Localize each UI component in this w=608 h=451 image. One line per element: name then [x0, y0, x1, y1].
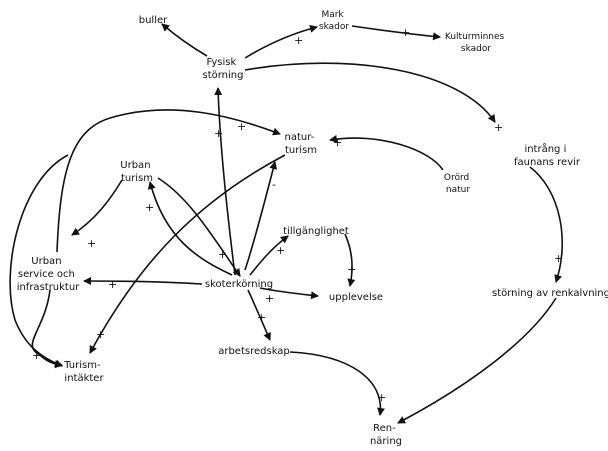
node-upplevelse: upplevelse — [329, 292, 383, 303]
node-arbetsredskap: arbetsredskap — [218, 346, 290, 357]
link-fysisk-to-intrang — [244, 62, 496, 123]
link-mark-to-kulturminnes — [351, 25, 441, 41]
polarity-arbetsredskap-rennaring: + — [377, 391, 386, 404]
node-skoterkorning: skoterkörning — [205, 279, 273, 290]
node-urban-turism: Urban turism — [120, 160, 153, 184]
link-skoter-to-fysisk — [214, 87, 236, 276]
node-turism-intakter: Turism- intäkter — [63, 360, 104, 384]
link-urbanturism-to-skoter — [157, 177, 241, 277]
link-buller-loop-left — [9, 154, 69, 368]
node-buller: buller — [139, 15, 168, 26]
polarity-fysisk-mark: + — [294, 34, 303, 47]
polarity-urbanservice-turismintakter: + — [32, 349, 41, 362]
causal-links — [9, 23, 563, 424]
variables: buller Mark skador Kulturminnes skador F… — [17, 10, 608, 447]
node-mark-skador: Mark skador — [319, 10, 349, 32]
link-orord-to-naturturism — [329, 134, 444, 171]
link-renkalvning-to-rennaring — [397, 297, 557, 424]
polarity-orord-naturturism: + — [333, 136, 342, 149]
polarity-skoter-arbetsredskap: + — [257, 311, 266, 324]
polarity-renkalvning-rennaring: - — [432, 396, 436, 409]
polarity-fysisk-intrang: + — [494, 121, 503, 134]
link-skoter-to-naturturism — [244, 161, 278, 271]
polarity-urbanturism-urbanservice: + — [87, 237, 96, 250]
polarity-urbanservice-naturturism: + — [237, 120, 246, 133]
node-kulturminnes-skador: Kulturminnes skador — [445, 32, 507, 54]
polarity-skoter-fysisk: + — [214, 127, 223, 140]
link-skoter-to-upplevelse — [259, 287, 319, 300]
node-intrang: intrång i faunans revir — [514, 142, 581, 168]
link-skoter-to-tillganglighet — [249, 235, 289, 276]
link-urbanturism-to-urbanservice — [71, 179, 123, 236]
polarity-skoter-naturturism: - — [272, 178, 276, 191]
polarity-naturturism-turismintakter: + — [96, 328, 105, 341]
link-naturturism-to-turismintakter — [89, 154, 286, 354]
polarity-urbanturism-skoter: + — [218, 248, 227, 261]
polarity-signs: + + + + - + + + - + + + + + + + + + + + — [32, 26, 563, 409]
link-urbanservice-to-naturturism — [56, 109, 281, 253]
link-skoter-to-urbanturism — [147, 181, 233, 276]
node-tillganglighet: tillgänglighet — [283, 226, 349, 237]
link-arbetsredskap-to-rennaring — [289, 351, 385, 416]
link-fysisk-to-mark-skador — [244, 24, 318, 59]
polarity-skoter-tillganglighet: + — [276, 244, 285, 257]
node-storning-renkalvning: störning av renkalvning — [492, 288, 608, 299]
node-fysisk-storning: Fysisk störning — [203, 57, 244, 81]
polarity-tillganglighet-upplevelse: + — [347, 263, 356, 276]
link-skoter-to-urbanservice — [83, 277, 203, 286]
node-orord-natur: Orörd natur — [444, 173, 472, 195]
polarity-skoter-urbanservice: + — [108, 278, 117, 291]
polarity-mark-kulturminnes: + — [401, 26, 410, 39]
node-natur-turism: natur- turism — [285, 132, 318, 156]
node-ren-naring: Ren- näring — [370, 423, 402, 447]
node-urban-service: Urban service och infrastruktur — [17, 256, 81, 293]
link-intrang-to-renkalvning — [529, 166, 563, 283]
polarity-skoter-upplevelse: + — [265, 292, 274, 305]
polarity-skoter-urbanturism: + — [145, 201, 154, 214]
polarity-intrang-renkalvning: + — [554, 252, 563, 265]
link-skoter-to-arbetsredskap — [247, 289, 271, 341]
link-urbanservice-to-turismintakter — [31, 289, 63, 369]
link-tillganglighet-to-upplevelse — [344, 233, 356, 287]
link-fysisk-to-buller — [161, 23, 208, 57]
